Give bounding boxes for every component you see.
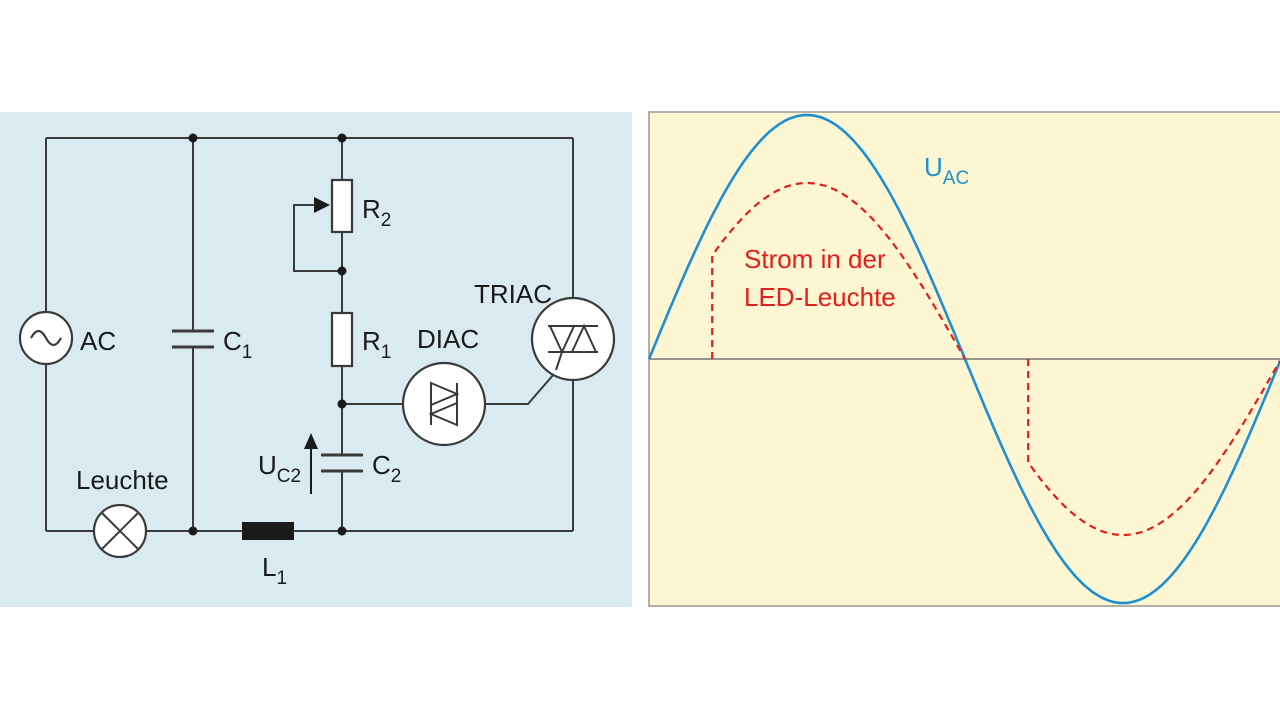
diac-icon: [401, 361, 487, 447]
junction-dot: [337, 399, 347, 409]
lamp-icon: [92, 503, 148, 559]
l1-letter: L: [262, 552, 276, 582]
capacitor-c2-icon: [321, 453, 363, 473]
r2-subscript: 2: [381, 210, 392, 231]
current-curve: [711, 181, 1280, 537]
voltage-arrow-icon: [304, 433, 318, 494]
diac-label: DIAC: [417, 324, 479, 354]
c2-letter: C: [372, 450, 391, 480]
r2-letter: R: [362, 194, 381, 224]
current-label-line1: Strom in der: [744, 244, 886, 274]
lamp-label: Leuchte: [76, 465, 169, 495]
triac-label: TRIAC: [474, 279, 552, 309]
junction-dot: [337, 526, 347, 536]
c1-letter: C: [223, 326, 242, 356]
ac-source-icon: [18, 310, 74, 366]
capacitor-c1-icon: [172, 329, 214, 349]
uc2-label: UC2: [258, 450, 301, 487]
uac-subscript: AC: [943, 168, 969, 189]
junction-dot: [188, 526, 198, 536]
junction-dot: [337, 266, 347, 276]
current-label-line2: LED-Leuchte: [744, 282, 896, 312]
c1-label: C1: [223, 326, 252, 363]
l1-subscript: 1: [276, 568, 287, 589]
c1-subscript: 1: [242, 342, 253, 363]
triac-icon: [530, 296, 616, 382]
uc2-subscript: C2: [277, 466, 301, 487]
c2-subscript: 2: [391, 466, 402, 487]
waveform-panel: UAC Strom in der LED-Leuchte: [647, 111, 1280, 607]
inductor-l1-icon: [242, 522, 294, 540]
potentiometer-r2-icon: [314, 178, 354, 234]
ac-label: AC: [80, 326, 116, 356]
c2-label: C2: [372, 450, 401, 487]
circuit-diagram: AC C1 R2 R1 DIAC: [0, 112, 632, 607]
junction-dot: [337, 133, 347, 143]
junction-dot: [188, 133, 198, 143]
resistor-r1-icon: [330, 311, 354, 368]
r1-label: R1: [362, 326, 391, 363]
voltage-label: UAC: [924, 152, 969, 189]
uc2-letter: U: [258, 450, 277, 480]
r1-subscript: 1: [381, 342, 392, 363]
r1-letter: R: [362, 326, 381, 356]
r2-label: R2: [362, 194, 391, 231]
uac-letter: U: [924, 152, 943, 182]
l1-label: L1: [262, 552, 287, 589]
